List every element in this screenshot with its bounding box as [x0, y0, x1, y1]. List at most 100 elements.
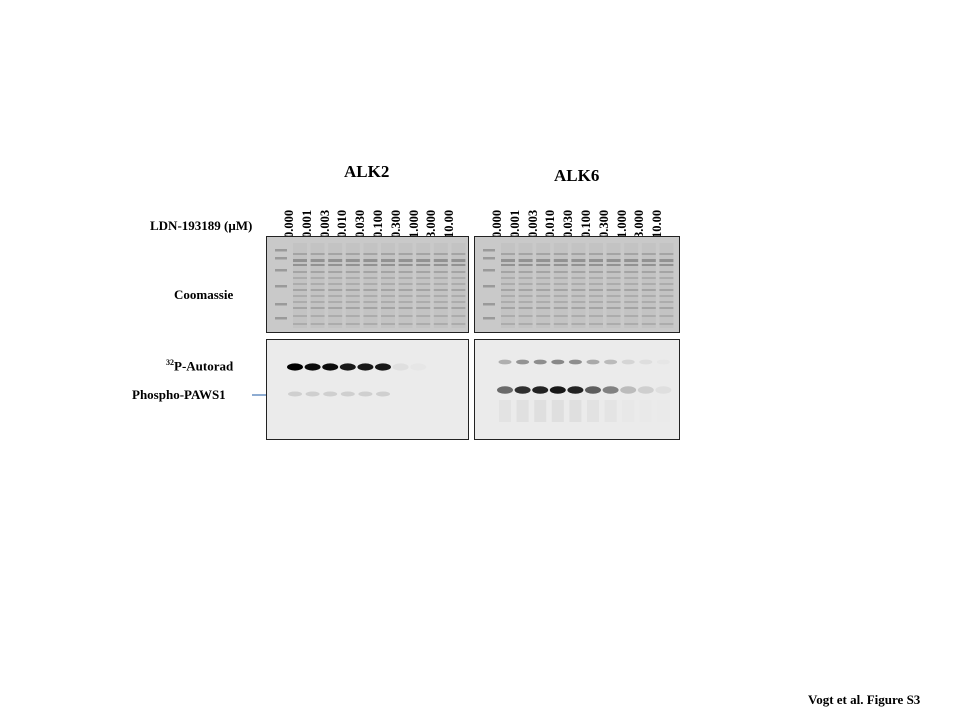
alk6-marker-band	[483, 249, 495, 252]
alk2-protein-band	[433, 277, 448, 279]
alk2-protein-band	[381, 323, 395, 325]
alk2-protein-band	[363, 264, 378, 266]
alk2-conc-label: 0.000	[282, 209, 296, 238]
alk6-protein-band	[624, 307, 639, 309]
alk6-protein-band	[553, 289, 568, 291]
alk6-protein-band	[641, 315, 656, 317]
alk6-protein-band	[606, 323, 621, 325]
alk2-protein-band	[363, 323, 378, 325]
alk2-protein-band	[451, 271, 466, 273]
alk6-conc-label: 0.000	[490, 209, 504, 238]
alk2-protein-band	[293, 315, 307, 317]
alk2-protein-band	[381, 315, 395, 317]
alk6-marker-band	[483, 269, 495, 272]
alk2-conc-label: 1.000	[406, 209, 421, 238]
alk6-conc-3: 0.010	[543, 198, 559, 238]
alk2-protein-band	[328, 253, 343, 255]
alk2-protein-band	[293, 289, 307, 291]
alk6-protein-band	[501, 283, 515, 285]
alk2-protein-band	[345, 289, 360, 291]
alk2-protein-band	[328, 259, 343, 262]
alk2-protein-band	[293, 301, 307, 303]
alk2-protein-band	[398, 301, 413, 303]
alk6-protein-band	[553, 301, 568, 303]
alk6-protein-band	[571, 295, 586, 297]
alk6-protein-band	[624, 295, 639, 297]
alk6-smear	[622, 400, 635, 422]
alk2-gel-bg	[267, 340, 468, 439]
alk6-protein-band	[659, 289, 674, 291]
alk6-marker-band	[483, 257, 495, 260]
alk6-protein-band	[553, 264, 568, 266]
alk2-protein-band	[310, 259, 325, 262]
alk2-protein-band	[398, 264, 413, 266]
alk2-protein-band	[310, 295, 325, 297]
alk2-protein-band	[416, 289, 431, 291]
alk6-upper-band	[639, 359, 653, 365]
alk2-protein-band	[293, 277, 307, 279]
compound-label: LDN-193189 (μM)	[150, 218, 253, 233]
alk2-protein-band	[310, 271, 325, 273]
alk6-conc-label: 10.00	[650, 209, 665, 238]
alk6-smear	[569, 400, 582, 422]
alk6-protein-band	[536, 323, 551, 325]
alk2-protein-band	[416, 295, 431, 297]
alk6-upper-band	[498, 359, 512, 365]
alk6-conc-1: 0.001	[508, 198, 524, 238]
alk6-protein-band	[641, 259, 656, 262]
alk2-protein-band	[293, 283, 307, 285]
alk6-protein-band	[501, 264, 515, 266]
alk6-upper-band	[621, 359, 635, 365]
alk6-protein-band	[536, 277, 551, 279]
alk6-phospho-band	[514, 386, 531, 394]
alk2-protein-band	[451, 295, 466, 297]
alk6-conc-label: 1.000	[614, 209, 629, 238]
alk6-protein-band	[536, 289, 551, 291]
alk6-protein-band	[589, 283, 603, 285]
alk2-protein-band	[381, 283, 395, 285]
alk2-autorad-band	[339, 363, 356, 371]
alk2-protein-band	[293, 307, 307, 309]
alk6-protein-band	[606, 289, 621, 291]
alk2-protein-band	[416, 271, 431, 273]
alk6-protein-band	[624, 289, 639, 291]
alk2-protein-band	[363, 259, 378, 262]
alk6-protein-band	[501, 259, 515, 262]
alk6-protein-band	[553, 271, 568, 273]
alk6-upper-band	[656, 359, 670, 365]
alk6-protein-band	[624, 301, 639, 303]
alk6-protein-band	[571, 323, 586, 325]
alk6-protein-band	[659, 277, 674, 279]
alk6-smear	[516, 400, 529, 422]
alk2-protein-band	[345, 283, 360, 285]
alk6-smear	[551, 400, 564, 422]
alk6-protein-band	[606, 271, 621, 273]
alk2-protein-band	[451, 289, 466, 291]
alk2-protein-band	[381, 301, 395, 303]
alk6-protein-band	[536, 253, 551, 255]
alk6-conc-label: 0.030	[561, 209, 576, 238]
alk2-protein-band	[416, 301, 431, 303]
alk6-protein-band	[501, 323, 515, 325]
alk2-marker-band	[275, 257, 287, 260]
alk6-protein-band	[606, 301, 621, 303]
alk2-protein-band	[293, 295, 307, 297]
alk6-protein-band	[571, 259, 586, 262]
alk6-marker-band	[483, 317, 495, 320]
alk6-protein-band	[659, 323, 674, 325]
alk2-protein-band	[328, 289, 343, 291]
alk6-protein-band	[518, 301, 533, 303]
alk2-faint-band	[340, 391, 355, 397]
alk2-autorad-band	[304, 363, 321, 371]
alk2-protein-band	[345, 307, 360, 309]
alk2-conc-4: 0.030	[353, 198, 369, 238]
alk2-protein-band	[328, 323, 343, 325]
alk2-protein-band	[310, 264, 325, 266]
alk2-protein-band	[328, 301, 343, 303]
alk2-protein-band	[363, 307, 378, 309]
alk6-protein-band	[571, 301, 586, 303]
alk6-protein-band	[553, 323, 568, 325]
alk6-conc-7: 1.000	[615, 198, 631, 238]
alk2-protein-band	[451, 264, 466, 266]
alk6-protein-band	[624, 277, 639, 279]
